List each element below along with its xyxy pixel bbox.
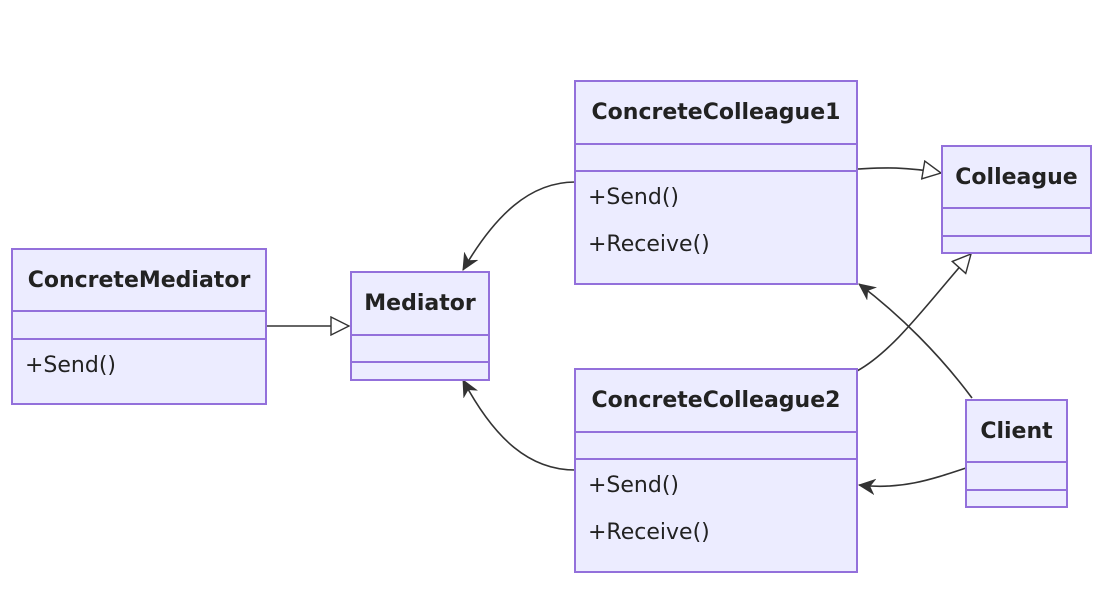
method-receive: +Receive()	[588, 520, 710, 545]
attributes-section	[967, 463, 1066, 491]
class-name: ConcreteMediator	[13, 250, 265, 312]
attributes-section	[943, 209, 1090, 237]
method-send: +Send()	[588, 185, 680, 210]
method-send: +Send()	[25, 353, 117, 378]
attributes-section	[352, 336, 488, 363]
method-receive: +Receive()	[588, 232, 710, 257]
class-name: Client	[967, 401, 1066, 463]
edge-concretecolleague1-colleague	[856, 168, 941, 173]
edge-client-concretecolleague2	[859, 467, 967, 486]
class-mediator[interactable]: Mediator	[350, 271, 490, 381]
attributes-section	[576, 145, 856, 172]
attributes-section	[576, 433, 856, 460]
class-name: Mediator	[352, 273, 488, 336]
edge-concretecolleague2-mediator	[462, 380, 576, 471]
class-name: ConcreteColleague1	[576, 82, 856, 145]
methods-section: +Send() +Receive()	[576, 460, 856, 562]
class-client[interactable]: Client	[965, 399, 1068, 508]
class-concrete-colleague1[interactable]: ConcreteColleague1 +Send() +Receive()	[574, 80, 858, 285]
methods-section: +Send()	[13, 340, 265, 395]
class-colleague[interactable]: Colleague	[941, 145, 1092, 254]
edge-concretecolleague1-mediator	[462, 181, 576, 270]
class-concrete-colleague2[interactable]: ConcreteColleague2 +Send() +Receive()	[574, 368, 858, 573]
methods-section: +Send() +Receive()	[576, 172, 856, 274]
edge-client-concretecolleague1	[859, 283, 973, 399]
class-concrete-mediator[interactable]: ConcreteMediator +Send()	[11, 248, 267, 405]
edge-concretecolleague2-colleague	[856, 254, 971, 372]
class-name: ConcreteColleague2	[576, 370, 856, 433]
method-send: +Send()	[588, 473, 680, 498]
attributes-section	[13, 312, 265, 340]
class-name: Colleague	[943, 147, 1090, 209]
